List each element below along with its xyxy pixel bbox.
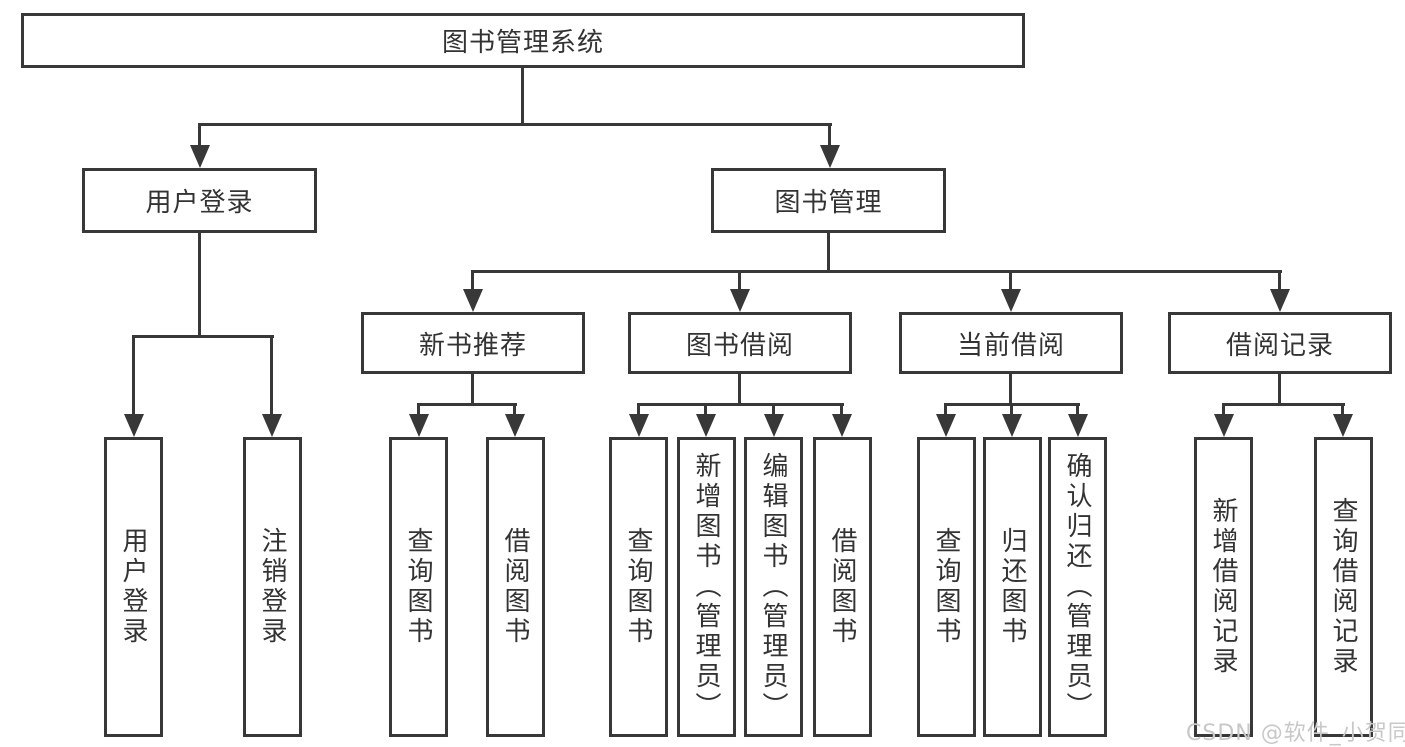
arrow-down-icon xyxy=(262,414,282,437)
leaf-add-book-admin: 新增图书（管理员） xyxy=(677,437,736,737)
connector-line xyxy=(270,338,273,414)
leaf-borrow-books-recommend: 借阅图书 xyxy=(486,437,545,737)
connector-line xyxy=(704,406,707,415)
connector-line xyxy=(471,273,474,289)
connector-line xyxy=(827,233,830,273)
connector-line xyxy=(198,126,201,145)
node-user-login: 用户登录 xyxy=(82,168,317,233)
connector-line xyxy=(417,403,517,406)
arrow-down-icon xyxy=(463,289,483,312)
leaf-label: 注销登录 xyxy=(257,527,287,647)
arrow-down-icon xyxy=(629,414,649,437)
arrow-down-icon xyxy=(696,414,716,437)
arrow-down-icon xyxy=(1002,414,1022,437)
connector-line xyxy=(1076,406,1079,415)
connector-line xyxy=(1222,403,1345,406)
connector-line xyxy=(944,403,1080,406)
leaf-query-books-current: 查询图书 xyxy=(917,437,976,737)
arrow-down-icon xyxy=(1214,414,1234,437)
node-book-borrowing: 图书借阅 xyxy=(628,312,852,374)
connector-line xyxy=(417,406,420,415)
connector-line xyxy=(828,126,831,145)
connector-line xyxy=(521,68,524,126)
connector-line xyxy=(738,273,741,289)
connector-line xyxy=(637,403,844,406)
connector-line xyxy=(738,374,741,406)
connector-line xyxy=(1278,273,1281,289)
arrow-down-icon xyxy=(936,414,956,437)
arrow-down-icon xyxy=(409,414,429,437)
connector-line xyxy=(840,406,843,415)
leaf-borrow-books-borrow: 借阅图书 xyxy=(813,437,872,737)
leaf-return-book: 归还图书 xyxy=(983,437,1042,737)
leaf-label: 新增借阅记录 xyxy=(1208,497,1238,677)
leaf-label: 借阅图书 xyxy=(827,527,857,647)
leaf-label: 查询图书 xyxy=(623,527,653,647)
connector-line xyxy=(132,338,135,414)
leaf-confirm-return-admin: 确认归还（管理员） xyxy=(1048,437,1107,737)
leaf-query-books-borrow: 查询图书 xyxy=(609,437,668,737)
connector-line xyxy=(944,406,947,415)
leaf-add-borrow-record: 新增借阅记录 xyxy=(1194,437,1253,737)
arrow-down-icon xyxy=(730,289,750,312)
leaf-logout: 注销登录 xyxy=(243,437,302,737)
connector-line xyxy=(132,335,274,338)
leaf-edit-book-admin: 编辑图书（管理员） xyxy=(744,437,803,737)
node-borrowing-records: 借阅记录 xyxy=(1168,312,1392,374)
arrow-down-icon xyxy=(190,145,210,168)
connector-line xyxy=(637,406,640,415)
arrow-down-icon xyxy=(1270,289,1290,312)
arrow-down-icon xyxy=(764,414,784,437)
arrow-down-icon xyxy=(820,145,840,168)
connector-line xyxy=(1278,374,1281,406)
arrow-down-icon xyxy=(1001,289,1021,312)
node-book-management: 图书管理 xyxy=(711,168,946,233)
connector-line xyxy=(198,123,832,126)
arrow-down-icon xyxy=(124,414,144,437)
leaf-label: 查询借阅记录 xyxy=(1328,497,1358,677)
leaf-label: 编辑图书（管理员） xyxy=(758,452,788,722)
connector-line xyxy=(471,374,474,406)
node-library-management-system: 图书管理系统 xyxy=(21,13,1025,68)
leaf-label: 查询图书 xyxy=(403,527,433,647)
leaf-label: 借阅图书 xyxy=(500,527,530,647)
node-new-book-recommendation: 新书推荐 xyxy=(361,312,585,374)
connector-line xyxy=(1222,406,1225,415)
arrow-down-icon xyxy=(832,414,852,437)
watermark-csdn: CSDN @软件_小贺同学 xyxy=(1186,721,1405,746)
leaf-query-borrow-record: 查询借阅记录 xyxy=(1314,437,1373,737)
leaf-label: 用户登录 xyxy=(118,527,148,647)
connector-line xyxy=(1010,406,1013,415)
connector-line xyxy=(1009,374,1012,406)
connector-line xyxy=(1009,273,1012,289)
connector-line xyxy=(1341,406,1344,415)
arrow-down-icon xyxy=(505,414,525,437)
connector-line xyxy=(471,270,1282,273)
node-current-borrowing: 当前借阅 xyxy=(899,312,1123,374)
connector-line xyxy=(772,406,775,415)
arrow-down-icon xyxy=(1333,414,1353,437)
connector-line xyxy=(513,406,516,415)
leaf-label: 查询图书 xyxy=(931,527,961,647)
leaf-user-login: 用户登录 xyxy=(104,437,163,737)
leaf-label: 归还图书 xyxy=(997,527,1027,647)
arrow-down-icon xyxy=(1068,414,1088,437)
leaf-label: 新增图书（管理员） xyxy=(691,452,721,722)
leaf-query-books-recommend: 查询图书 xyxy=(389,437,448,737)
leaf-label: 确认归还（管理员） xyxy=(1062,452,1092,722)
connector-line xyxy=(198,233,201,338)
